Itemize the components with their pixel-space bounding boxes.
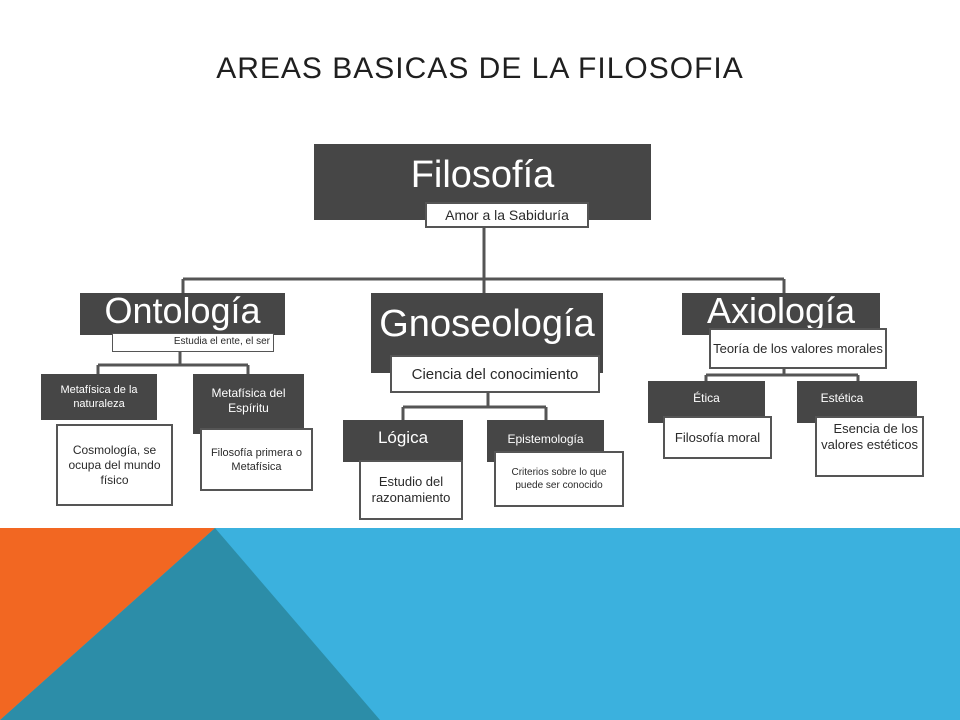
- axiologia-title: Axiología: [706, 293, 856, 331]
- gnoseologia-label: Ciencia del conocimiento: [390, 355, 600, 393]
- logica-label: Estudio del razonamiento: [359, 460, 463, 520]
- logica-box: Lógica: [343, 420, 463, 462]
- ontologia-box: Ontología: [80, 293, 285, 335]
- footer-orange-triangle: [0, 528, 215, 720]
- logica-title: Lógica: [377, 428, 429, 447]
- footer-teal-triangle: [0, 528, 380, 720]
- metafisica-naturaleza-title: Metafísica de la naturaleza: [60, 384, 138, 410]
- filosofia-title: Filosofía: [410, 154, 555, 196]
- metafisica-naturaleza-box: Metafísica de la naturaleza: [41, 374, 157, 420]
- estetica-title: Estética: [820, 391, 864, 405]
- page-title: AREAS BASICAS DE LA FILOSOFIA: [216, 52, 744, 85]
- connector-lines: [96, 226, 860, 420]
- metafisica-espiritu-box: Metafísica del Espíritu: [193, 374, 304, 434]
- epistemologia-label: Criterios sobre lo que puede ser conocid…: [494, 451, 624, 507]
- footer-decoration: [0, 528, 960, 720]
- metafisica-naturaleza-label: Cosmología, se ocupa del mundo físico: [56, 424, 173, 506]
- estetica-label: Esencia de los valores estéticos: [815, 416, 924, 477]
- axiologia-label: Teoría de los valores morales: [709, 328, 887, 369]
- ontologia-title: Ontología: [104, 293, 261, 331]
- filosofia-label: Amor a la Sabiduría: [425, 202, 589, 228]
- etica-title: Ética: [693, 391, 720, 405]
- metafisica-espiritu-label: Filosofía primera o Metafísica: [200, 428, 313, 491]
- ontologia-label: Estudia el ente, el ser: [112, 333, 274, 352]
- gnoseologia-title: Gnoseología: [379, 303, 595, 345]
- etica-label: Filosofía moral: [663, 416, 772, 459]
- metafisica-espiritu-title: Metafísica del Espíritu: [211, 386, 286, 415]
- epistemologia-title: Epistemología: [507, 432, 584, 446]
